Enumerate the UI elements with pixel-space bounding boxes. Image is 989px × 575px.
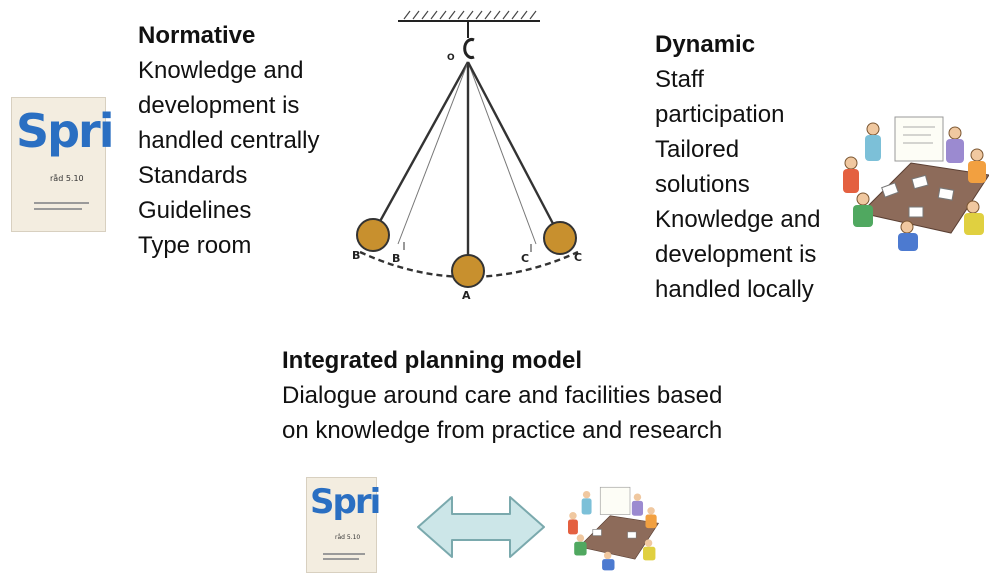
spri-logo: Spri bbox=[16, 104, 115, 158]
pendulum-label-b-prime: B bbox=[392, 252, 400, 265]
dynamic-line: Tailored bbox=[655, 136, 740, 163]
pendulum-bob-a bbox=[451, 254, 485, 288]
integrated-heading: Integrated planning model bbox=[282, 347, 583, 374]
normative-line: Type room bbox=[138, 232, 252, 259]
integrated-line: on knowledge from practice and research bbox=[282, 417, 723, 444]
dynamic-line: solutions bbox=[655, 171, 750, 198]
normative-line: handled centrally bbox=[138, 127, 320, 154]
meeting-group-icon bbox=[843, 116, 989, 251]
normative-line: development is bbox=[138, 92, 300, 119]
dynamic-line: Staff bbox=[655, 66, 704, 93]
normative-block: Normative Knowledge and development is h… bbox=[138, 18, 319, 263]
dynamic-line: Knowledge and bbox=[655, 206, 821, 233]
dynamic-block: Dynamic Staff participation Tailored sol… bbox=[655, 27, 820, 307]
pivot-hook-icon bbox=[463, 38, 475, 59]
double-arrow-icon bbox=[417, 496, 545, 558]
pendulum-label-a: A bbox=[462, 289, 471, 302]
meeting-group-icon bbox=[568, 486, 660, 571]
pendulum-label-b: B bbox=[352, 249, 360, 262]
book-rule bbox=[323, 553, 365, 555]
integrated-line: Dialogue around care and facilities base… bbox=[282, 382, 723, 409]
book-rule bbox=[34, 202, 89, 204]
spri-logo: Spri bbox=[310, 482, 381, 522]
book-rule bbox=[323, 558, 359, 560]
spri-book-icon: Spri råd 5.10 bbox=[306, 477, 381, 573]
spri-subtitle: råd 5.10 bbox=[50, 174, 84, 183]
pendulum-label-o: O bbox=[447, 53, 455, 63]
pendulum-bob-b bbox=[356, 218, 390, 252]
dynamic-heading: Dynamic bbox=[655, 31, 756, 58]
spri-book-icon: Spri råd 5.10 bbox=[11, 97, 115, 232]
integrated-block: Integrated planning model Dialogue aroun… bbox=[282, 343, 722, 448]
pendulum-bob-c bbox=[543, 221, 577, 255]
pendulum-label-c: C bbox=[574, 251, 582, 264]
dynamic-line: participation bbox=[655, 101, 785, 128]
spri-subtitle: råd 5.10 bbox=[335, 534, 361, 541]
normative-heading: Normative bbox=[138, 22, 256, 49]
dynamic-line: development is bbox=[655, 241, 817, 268]
book-rule bbox=[34, 208, 82, 210]
pendulum-label-c-prime: C bbox=[521, 252, 529, 265]
normative-line: Standards bbox=[138, 162, 248, 189]
pendulum-ceiling bbox=[398, 10, 540, 59]
dynamic-line: handled locally bbox=[655, 276, 814, 303]
normative-line: Guidelines bbox=[138, 197, 252, 224]
normative-line: Knowledge and bbox=[138, 57, 304, 84]
pendulum-strings bbox=[371, 61, 562, 271]
